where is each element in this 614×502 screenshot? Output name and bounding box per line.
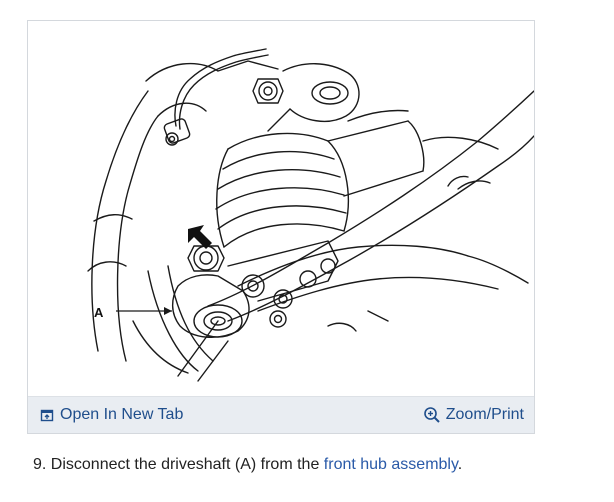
line-drawing: A <box>87 48 534 382</box>
instruction-suffix: . <box>457 456 463 473</box>
instruction-prefix: 9. Disconnect the driveshaft (A) from th… <box>33 456 324 473</box>
open-in-new-tab-button[interactable]: Open In New Tab <box>40 397 183 433</box>
front-hub-assembly-link[interactable]: front hub assembly <box>323 456 458 473</box>
callout-label-a: A <box>94 305 104 320</box>
open-in-new-tab-label: Open In New Tab <box>60 406 184 423</box>
open-external-icon <box>40 409 54 421</box>
figure-card: A Open In New Tab Zoom/Print <box>27 20 535 434</box>
zoom-print-label: Zoom/Print <box>445 406 524 423</box>
driveshaft-illustration[interactable]: A <box>28 21 534 397</box>
figure-toolbar: Open In New Tab Zoom/Print <box>28 396 534 433</box>
zoom-in-icon <box>423 407 440 423</box>
step-instruction: 9. Disconnect the driveshaft (A) from th… <box>33 456 462 474</box>
zoom-print-button[interactable]: Zoom/Print <box>423 397 524 433</box>
